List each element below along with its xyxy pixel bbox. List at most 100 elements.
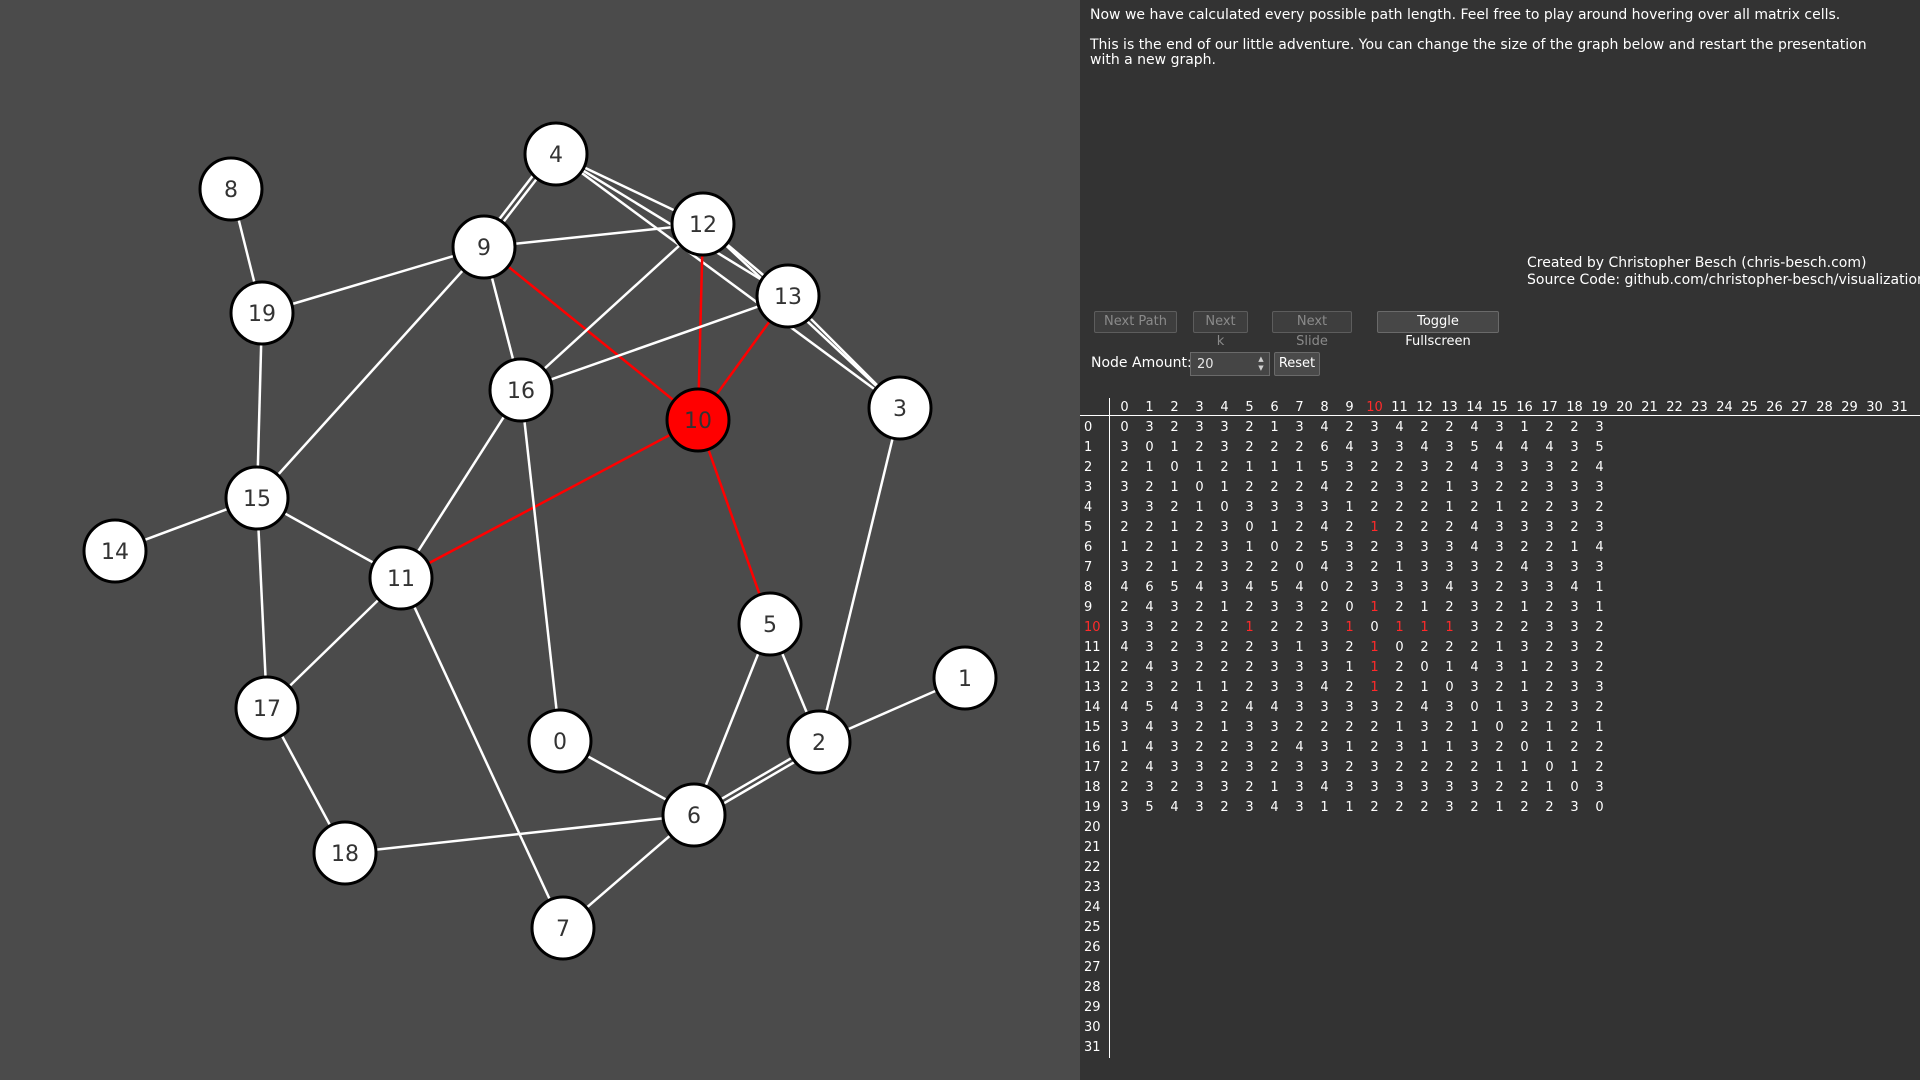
graph-node-1[interactable]: 1 xyxy=(932,645,998,711)
matrix-cell[interactable]: 1 xyxy=(1270,460,1279,475)
matrix-cell[interactable]: 2 xyxy=(1545,420,1554,435)
next-k-button[interactable]: Next k xyxy=(1193,311,1248,349)
matrix-cell[interactable]: 2 xyxy=(1270,620,1279,635)
matrix-cell[interactable]: 1 xyxy=(1170,540,1179,555)
matrix-cell[interactable]: 0 xyxy=(1145,440,1154,455)
matrix-cell[interactable]: 2 xyxy=(1570,520,1579,535)
matrix-cell[interactable]: 2 xyxy=(1170,500,1179,515)
matrix-cell[interactable]: 2 xyxy=(1120,600,1129,615)
matrix-cell[interactable]: 2 xyxy=(1170,680,1179,695)
matrix-cell[interactable]: 4 xyxy=(1145,740,1154,755)
matrix-cell[interactable]: 1 xyxy=(1570,540,1579,555)
matrix-cell[interactable]: 1 xyxy=(1120,540,1129,555)
matrix-cell[interactable]: 1 xyxy=(1545,720,1554,735)
matrix-cell[interactable]: 2 xyxy=(1270,560,1279,575)
matrix-cell[interactable]: 3 xyxy=(1295,800,1304,815)
matrix-cell[interactable]: 3 xyxy=(1270,500,1279,515)
matrix-cell[interactable]: 2 xyxy=(1145,480,1154,495)
matrix-cell[interactable]: 2 xyxy=(1520,480,1529,495)
graph-node-2[interactable]: 2 xyxy=(786,709,852,775)
matrix-cell[interactable]: 2 xyxy=(1170,420,1179,435)
matrix-cell[interactable]: 2 xyxy=(1220,460,1229,475)
matrix-cell[interactable]: 1 xyxy=(1295,460,1304,475)
matrix-cell[interactable]: 3 xyxy=(1320,500,1329,515)
matrix-cell[interactable]: 2 xyxy=(1495,680,1504,695)
matrix-cell[interactable]: 3 xyxy=(1370,580,1379,595)
matrix-cell[interactable]: 3 xyxy=(1245,800,1254,815)
matrix-cell[interactable]: 3 xyxy=(1595,560,1604,575)
matrix-cell[interactable]: 1 xyxy=(1520,600,1529,615)
matrix-cell[interactable]: 2 xyxy=(1220,760,1229,775)
matrix-cell[interactable]: 0 xyxy=(1120,420,1129,435)
matrix-cell[interactable]: 3 xyxy=(1295,680,1304,695)
matrix-cell[interactable]: 3 xyxy=(1120,720,1129,735)
matrix-cell[interactable]: 3 xyxy=(1470,560,1479,575)
matrix-cell[interactable]: 4 xyxy=(1145,600,1154,615)
matrix-cell[interactable]: 1 xyxy=(1520,680,1529,695)
matrix-cell[interactable]: 3 xyxy=(1520,700,1529,715)
matrix-cell[interactable]: 2 xyxy=(1195,440,1204,455)
matrix-cell[interactable]: 3 xyxy=(1145,780,1154,795)
matrix-cell[interactable]: 2 xyxy=(1170,640,1179,655)
matrix-cell[interactable]: 3 xyxy=(1545,480,1554,495)
matrix-cell[interactable]: 2 xyxy=(1395,460,1404,475)
spin-up-icon[interactable]: ▲ xyxy=(1258,355,1264,363)
matrix-cell[interactable]: 2 xyxy=(1345,520,1354,535)
matrix-cell[interactable]: 1 xyxy=(1170,520,1179,535)
matrix-cell[interactable]: 2 xyxy=(1595,740,1604,755)
matrix-cell[interactable]: 1 xyxy=(1395,560,1404,575)
matrix-cell[interactable]: 3 xyxy=(1420,580,1429,595)
matrix-cell[interactable]: 3 xyxy=(1495,520,1504,535)
matrix-cell[interactable]: 0 xyxy=(1270,540,1279,555)
matrix-cell[interactable]: 1 xyxy=(1420,600,1429,615)
matrix-cell[interactable]: 1 xyxy=(1170,480,1179,495)
matrix-cell[interactable]: 3 xyxy=(1570,680,1579,695)
matrix-cell[interactable]: 2 xyxy=(1345,760,1354,775)
graph-node-6[interactable]: 6 xyxy=(661,782,727,848)
matrix-cell[interactable]: 3 xyxy=(1245,760,1254,775)
matrix-cell[interactable]: 3 xyxy=(1545,460,1554,475)
matrix-cell[interactable]: 2 xyxy=(1495,580,1504,595)
matrix-cell[interactable]: 3 xyxy=(1245,500,1254,515)
matrix-cell[interactable]: 3 xyxy=(1570,700,1579,715)
matrix-cell[interactable]: 2 xyxy=(1170,780,1179,795)
matrix-cell[interactable]: 4 xyxy=(1470,540,1479,555)
matrix-cell[interactable]: 3 xyxy=(1570,480,1579,495)
matrix-cell[interactable]: 3 xyxy=(1570,640,1579,655)
matrix-cell[interactable]: 1 xyxy=(1345,620,1354,635)
matrix-cell[interactable]: 3 xyxy=(1570,660,1579,675)
matrix-cell[interactable]: 3 xyxy=(1220,520,1229,535)
matrix-cell[interactable]: 0 xyxy=(1470,700,1479,715)
matrix-cell[interactable]: 1 xyxy=(1245,620,1254,635)
matrix-cell[interactable]: 1 xyxy=(1495,640,1504,655)
graph-node-17[interactable]: 17 xyxy=(234,675,300,741)
graph-node-4[interactable]: 4 xyxy=(523,121,589,187)
matrix-cell[interactable]: 2 xyxy=(1470,760,1479,775)
matrix-cell[interactable]: 1 xyxy=(1220,680,1229,695)
matrix-cell[interactable]: 1 xyxy=(1520,420,1529,435)
matrix-cell[interactable]: 0 xyxy=(1195,480,1204,495)
matrix-cell[interactable]: 2 xyxy=(1245,680,1254,695)
matrix-cell[interactable]: 2 xyxy=(1195,520,1204,535)
matrix-cell[interactable]: 2 xyxy=(1145,540,1154,555)
matrix-cell[interactable]: 2 xyxy=(1445,460,1454,475)
matrix-cell[interactable]: 2 xyxy=(1595,660,1604,675)
matrix-cell[interactable]: 3 xyxy=(1595,420,1604,435)
matrix-cell[interactable]: 2 xyxy=(1295,480,1304,495)
matrix-cell[interactable]: 3 xyxy=(1520,640,1529,655)
matrix-cell[interactable]: 3 xyxy=(1120,440,1129,455)
matrix-cell[interactable]: 4 xyxy=(1195,580,1204,595)
matrix-cell[interactable]: 1 xyxy=(1270,420,1279,435)
matrix-cell[interactable]: 2 xyxy=(1420,640,1429,655)
matrix-cell[interactable]: 2 xyxy=(1545,700,1554,715)
matrix-cell[interactable]: 2 xyxy=(1270,760,1279,775)
matrix-cell[interactable]: 3 xyxy=(1495,460,1504,475)
matrix-cell[interactable]: 3 xyxy=(1120,560,1129,575)
spin-down-icon[interactable]: ▼ xyxy=(1258,364,1264,372)
matrix-cell[interactable]: 1 xyxy=(1420,740,1429,755)
matrix-cell[interactable]: 3 xyxy=(1395,740,1404,755)
matrix-cell[interactable]: 1 xyxy=(1370,660,1379,675)
graph-node-19[interactable]: 19 xyxy=(229,280,295,346)
matrix-cell[interactable]: 2 xyxy=(1420,800,1429,815)
matrix-cell[interactable]: 2 xyxy=(1120,780,1129,795)
